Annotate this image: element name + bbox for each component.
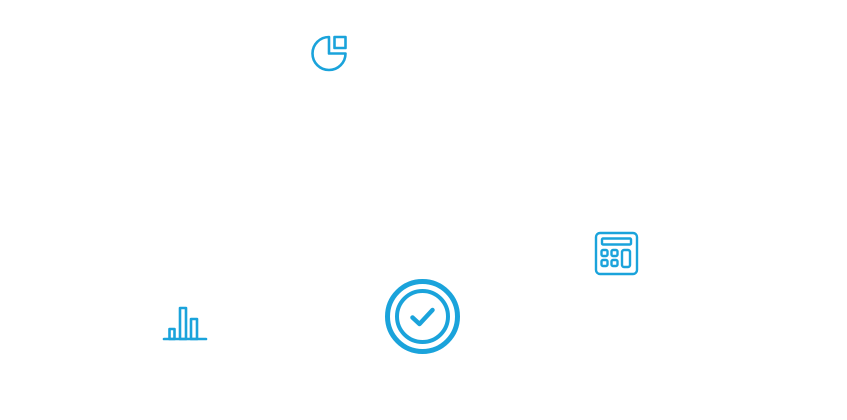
pie-chart-icon bbox=[307, 31, 353, 75]
bar-chart-icon bbox=[161, 304, 209, 342]
calculator-icon bbox=[594, 231, 639, 276]
check-circle-icon bbox=[385, 279, 460, 354]
